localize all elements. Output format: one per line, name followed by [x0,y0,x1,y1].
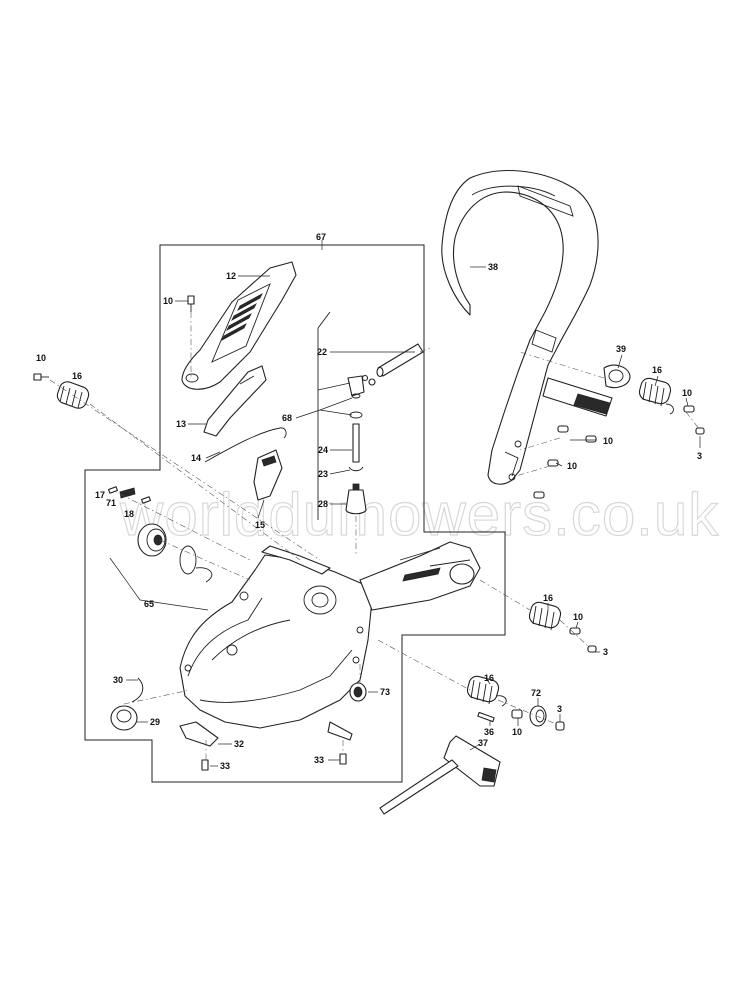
front-handle-bar [441,170,613,485]
screw-10-lower [511,709,523,719]
label-15: 15 [255,520,265,530]
label-10-lower: 10 [512,727,522,737]
label-10-left: 10 [36,353,46,363]
label-10-top: 10 [163,296,173,306]
label-13: 13 [176,419,186,429]
label-65: 65 [144,599,154,609]
label-71: 71 [106,498,116,508]
label-73: 73 [380,687,390,697]
spring-16-mid-right [528,601,562,631]
label-33-right: 33 [314,755,324,765]
screw-3-r1 [695,427,705,435]
screw-3-lower [555,721,565,731]
screw-10-left [33,373,49,381]
pin-17 [108,486,118,494]
combination-wrench-37 [379,735,501,815]
label-18: 18 [124,509,134,519]
label-30: 30 [113,675,123,685]
bushing-39 [603,364,631,389]
label-12: 12 [226,271,236,281]
screw-10-top [187,295,195,312]
label-38: 38 [488,262,498,272]
screw-10-handle-b [533,459,559,499]
label-23: 23 [318,469,328,479]
label-37: 37 [478,738,488,748]
screw-10-handle-a [557,425,597,443]
label-68: 68 [282,413,292,423]
label-10-handle-b: 10 [567,461,577,471]
label-16-upper-right: 16 [652,365,662,375]
spring-16-upper-right [638,377,674,415]
label-72: 72 [531,688,541,698]
screw-33-left [201,759,209,771]
lever-15 [253,449,283,501]
screw-10-r1 [683,405,695,413]
label-24: 24 [318,445,328,455]
spring-16-lower [466,675,507,707]
label-67: 67 [316,232,326,242]
primer-29 [110,677,144,731]
label-16-lower: 16 [484,673,494,683]
spring-71 [119,487,136,499]
label-29: 29 [150,717,160,727]
assembly-axes [49,312,701,760]
label-3-mid: 3 [603,647,608,657]
trigger-13 [203,365,267,437]
label-3-lower: 3 [557,704,562,714]
handle-cover-12 [181,261,297,390]
screw-10-r2 [569,627,581,635]
label-3-upper: 3 [697,451,702,461]
part-labels: 67 38 12 10 22 39 10 16 16 10 68 13 3 24… [36,232,702,771]
label-17: 17 [95,490,105,500]
label-16-left: 16 [72,371,82,381]
watermark-text: worlddumowers.co.uk [119,481,719,548]
assembly-frame-67 [84,244,506,783]
leader-lines [109,266,701,767]
bracket-33 [327,721,353,765]
label-33-left: 33 [220,761,230,771]
main-housing [179,541,481,729]
bushing-73 [349,682,367,702]
label-10-upper-right: 10 [682,388,692,398]
label-39: 39 [616,344,626,354]
fuel-cap-65 [137,523,213,583]
label-32: 32 [234,739,244,749]
cap-72 [529,705,547,727]
plate-32 [179,721,219,747]
screw-3-r2 [587,645,597,653]
pin-36 [477,711,495,723]
pin-18 [141,496,151,504]
label-22: 22 [317,347,327,357]
label-10-handle-a: 10 [603,436,613,446]
label-16-mid: 16 [543,593,553,603]
label-14: 14 [191,453,201,463]
label-28: 28 [318,499,328,509]
wire-14 [204,427,287,463]
label-10-mid: 10 [573,612,583,622]
label-36: 36 [484,727,494,737]
